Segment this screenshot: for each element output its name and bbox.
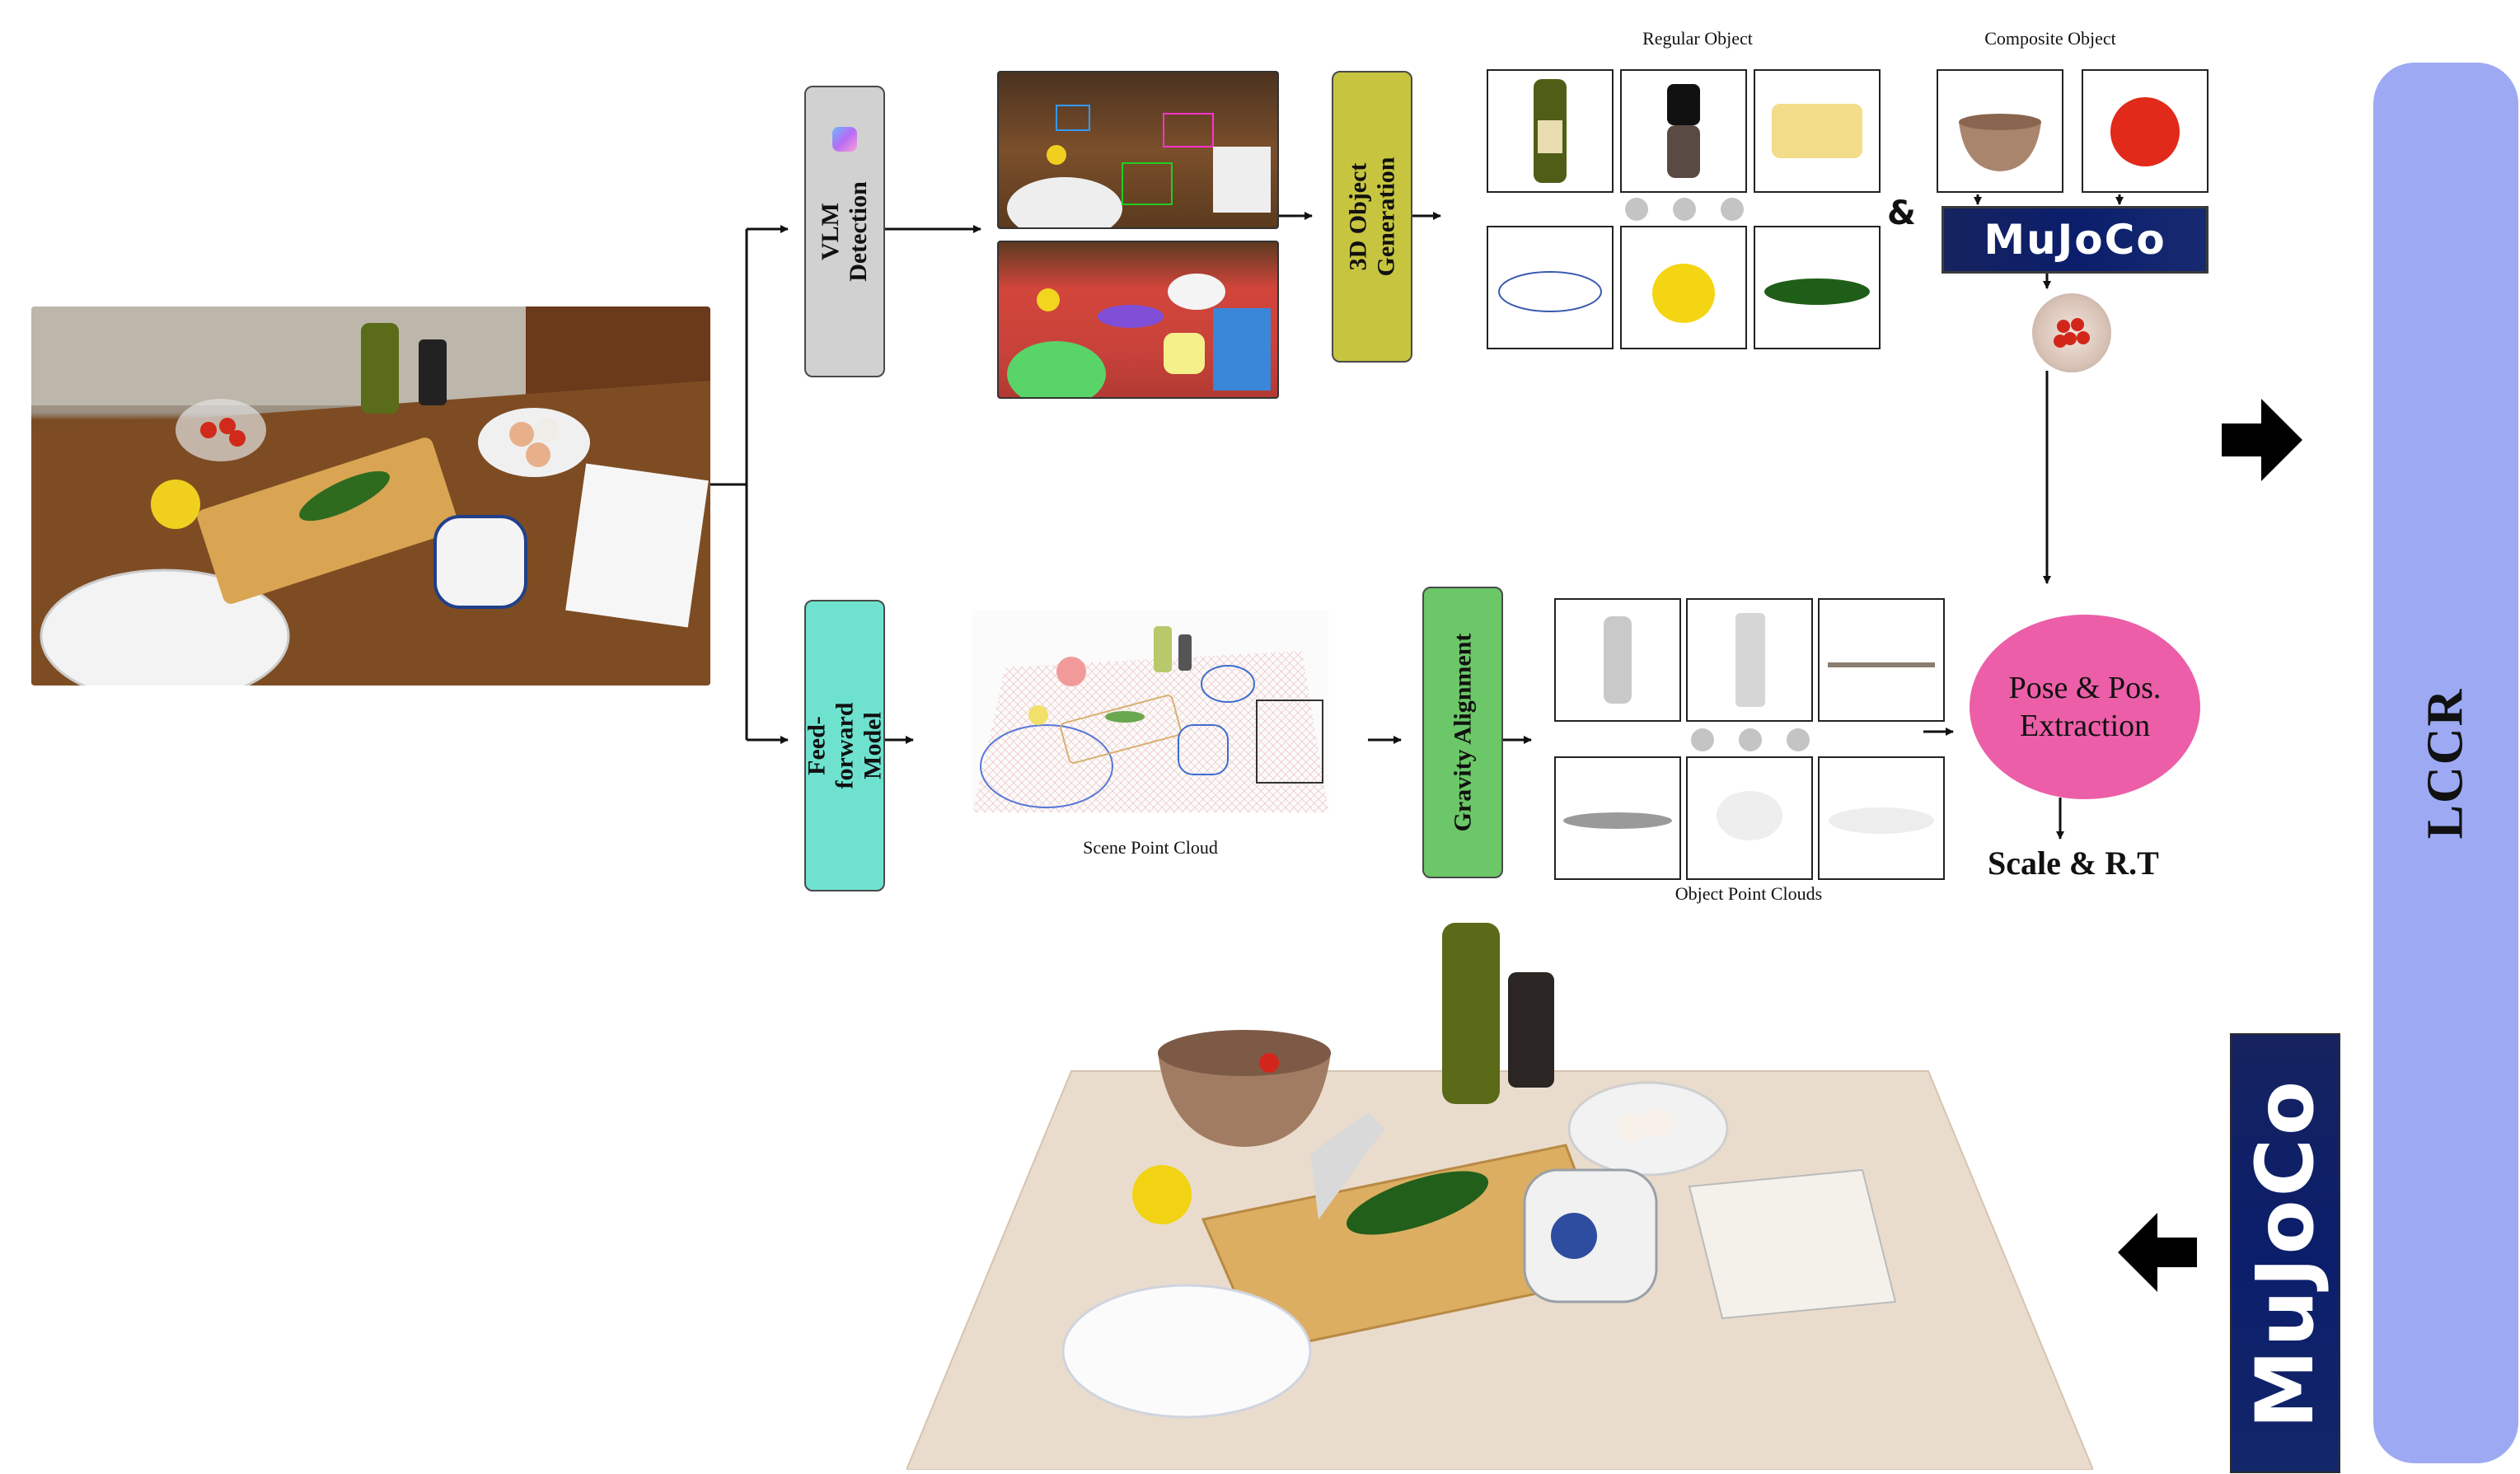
detection-result-photo	[997, 71, 1279, 229]
point-cloud-tile-3	[1818, 598, 1945, 722]
vlm-icon	[832, 127, 857, 152]
oil-bottle-shape	[361, 323, 399, 414]
plate-icon	[1498, 271, 1602, 312]
more-point-clouds-dot-3	[1787, 728, 1810, 751]
arrow-right-icon	[2222, 399, 2302, 481]
more-objects-dot-2	[1673, 198, 1696, 221]
simulated-plate	[1061, 1284, 1312, 1419]
scale-rt-label: Scale & R.T	[1988, 845, 2159, 882]
plate-point-cloud-icon	[1717, 791, 1782, 840]
scene-point-cloud-image	[972, 610, 1328, 812]
mujoco-vertical-banner: MuJoCo	[2230, 1033, 2340, 1473]
more-objects-dot-3	[1721, 198, 1744, 221]
vlm-detection-label: VLM Detection	[817, 181, 873, 282]
input-scene-photo	[31, 306, 710, 686]
more-point-clouds-dot-2	[1739, 728, 1762, 751]
tomato-icon	[2110, 97, 2180, 166]
mujoco-vertical-label: MuJoCo	[2239, 1078, 2332, 1429]
ampersand: &	[1887, 194, 1916, 232]
composite-result-icon	[2032, 293, 2111, 372]
point-cloud-tile-4	[1554, 756, 1681, 880]
object-generation-label: 3D Object Generation	[1344, 157, 1400, 277]
vlm-detection-stage: VLM Detection	[804, 86, 885, 377]
more-point-clouds-dot-1	[1691, 728, 1714, 751]
segmentation-result-photo	[997, 241, 1279, 399]
knife-point-cloud-icon	[1828, 662, 1935, 667]
gravity-alignment-label: Gravity Alignment	[1449, 633, 1477, 832]
scene-point-cloud-caption: Scene Point Cloud	[1083, 837, 1218, 858]
object-tile-pepper-grinder	[1620, 69, 1747, 193]
towel-shape	[565, 463, 709, 628]
bottle-point-cloud-icon	[1604, 616, 1632, 704]
pose-extraction-node: Pose & Pos. Extraction	[1970, 615, 2200, 799]
feed-forward-label: Feed-forward Model	[803, 702, 886, 789]
simulated-cucumber	[1346, 1171, 1489, 1235]
simulated-scene-render	[905, 906, 2095, 1471]
bowl-icon	[1959, 114, 2041, 171]
simulated-towel	[1688, 1168, 1897, 1320]
pose-extraction-label: Pose & Pos. Extraction	[2008, 671, 2162, 743]
pepper-grinder-shape	[419, 339, 447, 405]
point-cloud-tile-5	[1686, 756, 1813, 880]
cutting-board-shape	[197, 438, 459, 604]
point-cloud-tile-6	[1818, 756, 1945, 880]
cucumber-shape	[299, 470, 390, 522]
arrow-left-icon	[2118, 1213, 2197, 1292]
simulated-pepper-grinder	[1508, 972, 1554, 1088]
simulated-oil-bottle	[1442, 923, 1500, 1104]
cutting-board-icon	[1772, 104, 1862, 158]
simulated-bowl	[1158, 1030, 1331, 1147]
object-tile-lemon	[1620, 226, 1747, 349]
scene-illustration	[31, 306, 710, 686]
point-cloud-tile-1	[1554, 598, 1681, 722]
object-tile-plate	[1487, 226, 1614, 349]
branch-connector	[710, 225, 789, 744]
composite-object-caption: Composite Object	[1984, 28, 2116, 49]
object-tile-oil-bottle	[1487, 69, 1614, 193]
more-objects-dot-1	[1625, 198, 1648, 221]
grinder-point-cloud-icon	[1735, 613, 1765, 707]
pepper-grinder-icon	[1667, 84, 1700, 178]
object-point-clouds-caption: Object Point Clouds	[1675, 883, 1823, 904]
cup-shape	[433, 515, 527, 609]
regular-object-caption: Regular Object	[1642, 28, 1753, 49]
oil-bottle-icon	[1534, 79, 1567, 183]
simulated-lemon	[1132, 1165, 1192, 1224]
cucumber-icon	[1764, 278, 1870, 305]
egg-bowl-shape	[478, 408, 590, 477]
cucumber-point-cloud-icon	[1829, 807, 1934, 834]
lemon-shape	[151, 480, 200, 529]
composite-tile-bowl	[1937, 69, 2063, 193]
gravity-alignment-stage: Gravity Alignment	[1422, 587, 1503, 878]
object-generation-stage: 3D Object Generation	[1332, 71, 1412, 363]
composite-tile-tomato	[2082, 69, 2209, 193]
object-tile-cutting-board	[1754, 69, 1881, 193]
mujoco-logo-banner: MuJoCo	[1942, 206, 2209, 274]
board-point-cloud-icon	[1563, 812, 1672, 829]
lemon-icon	[1652, 264, 1715, 323]
point-cloud-tile-2	[1686, 598, 1813, 722]
lccr-label: LCCR	[2417, 687, 2474, 839]
feed-forward-stage: Feed-forward Model	[803, 600, 886, 891]
lccr-bar: LCCR	[2373, 63, 2518, 1463]
simulated-knife	[1310, 1112, 1384, 1219]
object-tile-cucumber	[1754, 226, 1881, 349]
